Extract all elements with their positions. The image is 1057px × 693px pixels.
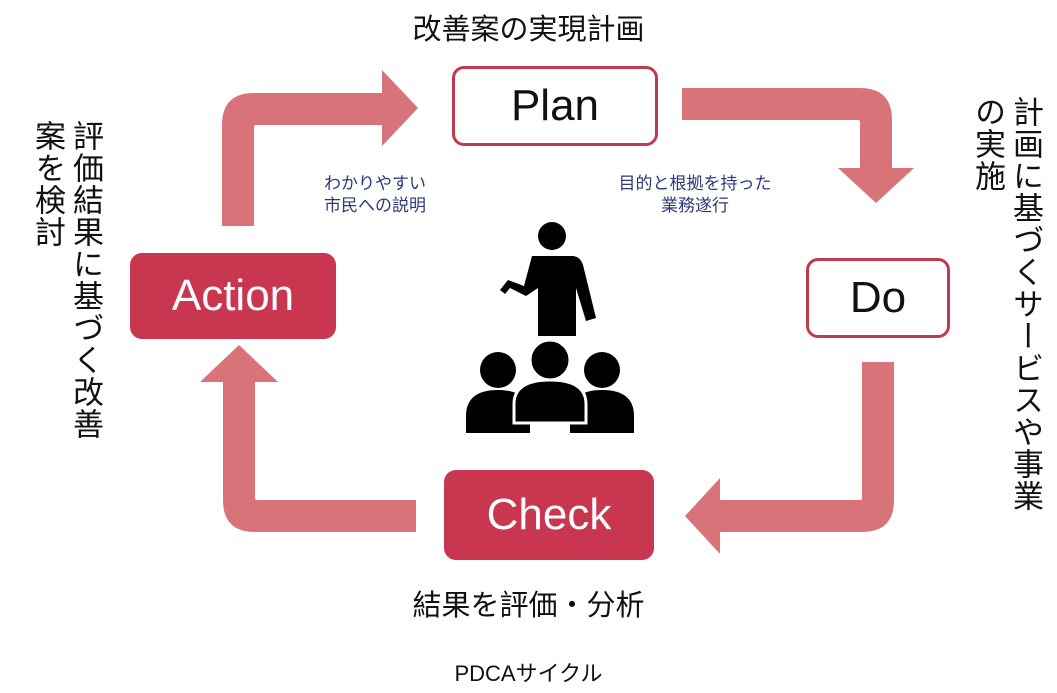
note-clear-explanation: わかりやすい 市民への説明 xyxy=(300,173,450,217)
note-purposeful-work: 目的と根拠を持った 業務遂行 xyxy=(590,173,800,217)
action-label: Action xyxy=(171,271,295,320)
action-box: Action xyxy=(130,253,336,339)
action-caption: 評価結果に基づく改善案を検討 xyxy=(29,120,103,440)
arrow-plan-to-do xyxy=(682,88,914,203)
do-caption: 計画に基づくサービスや事業の実施 xyxy=(969,96,1043,512)
do-label: Do xyxy=(849,273,907,322)
arrow-check-to-action xyxy=(200,345,416,532)
arrow-action-to-plan xyxy=(222,70,418,226)
plan-label: Plan xyxy=(510,81,600,130)
note-left-line1: わかりやすい xyxy=(324,174,426,194)
note-left-line2: 市民への説明 xyxy=(324,196,426,216)
do-box: Do xyxy=(806,258,950,338)
check-label: Check xyxy=(486,490,612,539)
check-caption: 結果を評価・分析 xyxy=(412,588,645,622)
arrow-do-to-check xyxy=(685,362,894,554)
check-box: Check xyxy=(444,470,654,560)
presenter-audience-icon xyxy=(466,222,634,433)
note-right-line1: 目的と根拠を持った xyxy=(618,174,772,194)
note-right-line2: 業務遂行 xyxy=(661,196,729,216)
plan-box: Plan xyxy=(452,66,658,146)
plan-caption: 改善案の実現計画 xyxy=(412,12,645,46)
figure-title: PDCAサイクル xyxy=(454,661,603,686)
